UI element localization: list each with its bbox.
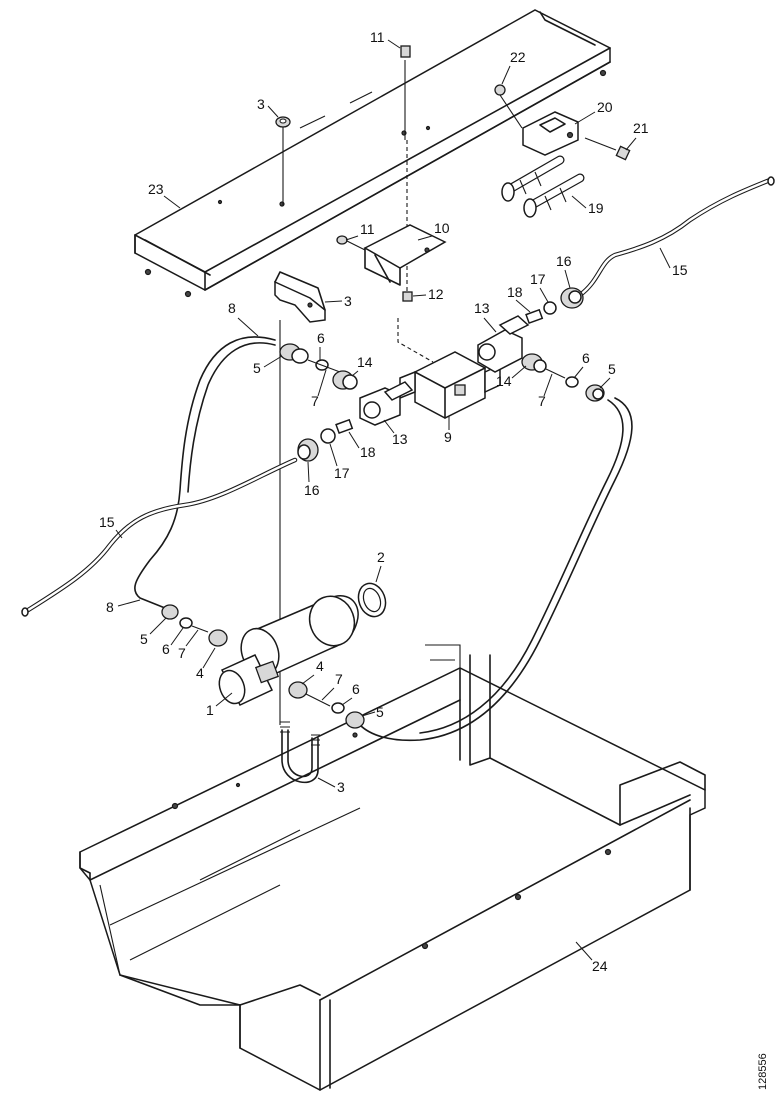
lower-right-fittings [288,681,365,729]
label-8b: 8 [106,599,114,615]
label-14a: 14 [357,354,373,370]
label-7a: 7 [311,393,319,409]
label-22: 22 [510,49,526,65]
label-10: 10 [434,220,450,236]
label-15a: 15 [99,514,115,530]
label-21: 21 [633,120,649,136]
label-16b: 16 [556,253,572,269]
label-16a: 16 [304,482,320,498]
label-7b: 7 [538,393,546,409]
label-3b: 3 [344,293,352,309]
label-24: 24 [592,958,608,974]
label-3c: 3 [337,779,345,795]
nut-3-top [275,116,291,128]
label-3a: 3 [257,96,265,112]
label-6b: 6 [582,350,590,366]
label-4b: 4 [316,658,324,674]
right-fitting-chain [477,287,605,402]
floor-pan [79,644,706,1091]
label-6a: 6 [317,330,325,346]
label-13a: 13 [392,431,408,447]
fastener-11-top [400,45,411,58]
lower-left-fittings [161,604,228,647]
label-23: 23 [148,181,164,197]
label-2: 2 [377,549,385,565]
label-17a: 17 [334,465,350,481]
label-17b: 17 [530,271,546,287]
label-19: 19 [588,200,604,216]
label-15b: 15 [672,262,688,278]
label-4a: 4 [196,665,204,681]
label-12: 12 [428,286,444,302]
label-7c: 7 [178,645,186,661]
label-18a: 18 [360,444,376,460]
figure-code: 128556 [757,1053,769,1090]
label-13b: 13 [474,300,490,316]
label-5b: 5 [608,361,616,377]
label-11a: 11 [370,29,385,45]
label-5d: 5 [376,704,384,720]
solenoid-valve-9 [399,351,501,419]
label-18b: 18 [507,284,523,300]
left-fitting-chain [279,343,414,462]
label-14b: 14 [496,373,512,389]
label-8a: 8 [228,300,236,316]
label-7d: 7 [335,671,343,687]
mounting-rail [134,9,611,298]
label-5c: 5 [140,631,148,647]
label-9: 9 [444,429,452,445]
label-11b: 11 [360,221,375,237]
u-bolt-3 [280,721,320,784]
fuel-pump-1 [218,582,387,706]
label-1: 1 [206,702,214,718]
clamp-bracket-3 [274,271,326,323]
label-6c: 6 [162,641,170,657]
mounting-bracket-10 [336,224,447,302]
bracket-clamp-assembly [494,84,631,218]
label-20: 20 [597,99,613,115]
label-6d: 6 [352,681,360,697]
label-5a: 5 [253,360,261,376]
hoses [21,176,775,742]
part-labels: 1 2 3 3 3 4 4 5 5 5 5 6 6 6 6 7 7 7 7 [99,29,688,974]
